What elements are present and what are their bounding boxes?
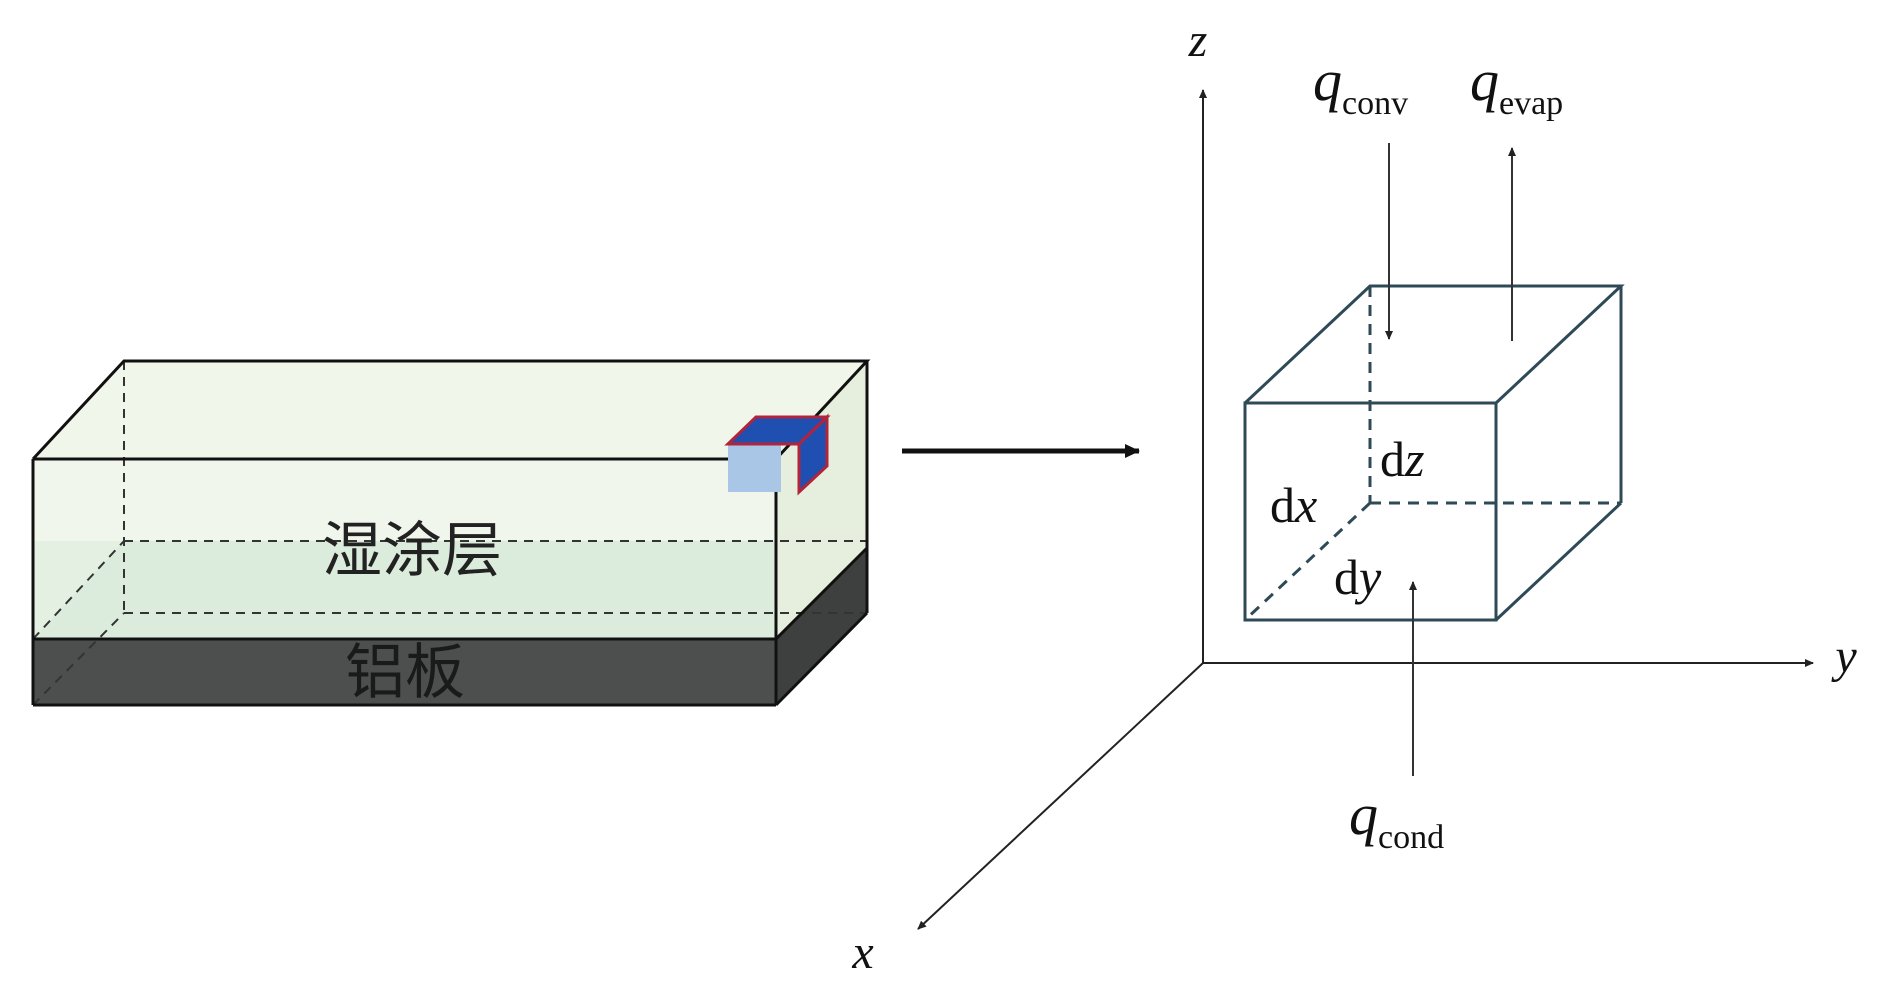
highlighted-element	[724, 413, 831, 496]
x-axis-label: x	[851, 926, 873, 979]
x-axis-line	[917, 662, 1204, 930]
aluminium-plate-label: 铝板	[345, 638, 465, 708]
hidden-edges	[32, 361, 867, 706]
wet-coating-label: 湿涂层	[322, 516, 502, 586]
y-axis-label: y	[1830, 630, 1857, 683]
dx-label: dx	[1270, 477, 1317, 533]
dz-label: dz	[1380, 431, 1424, 487]
plate-side-face	[776, 548, 867, 705]
dy-label: dy	[1334, 549, 1382, 605]
q-conv-label: qconv	[1313, 48, 1408, 122]
coordinate-axes	[917, 89, 1814, 930]
q-evap-label: qevap	[1470, 48, 1563, 122]
coated-plate-box: 湿涂层 铝板	[31, 359, 871, 708]
visible-edges	[31, 359, 871, 707]
coating-liquid-front	[33, 541, 776, 639]
differential-element	[1243, 284, 1625, 622]
coating-top-face	[33, 361, 867, 459]
z-axis-label: z	[1188, 14, 1208, 67]
q-cond-label: qcond	[1349, 782, 1444, 856]
plate-front-face	[33, 639, 776, 705]
